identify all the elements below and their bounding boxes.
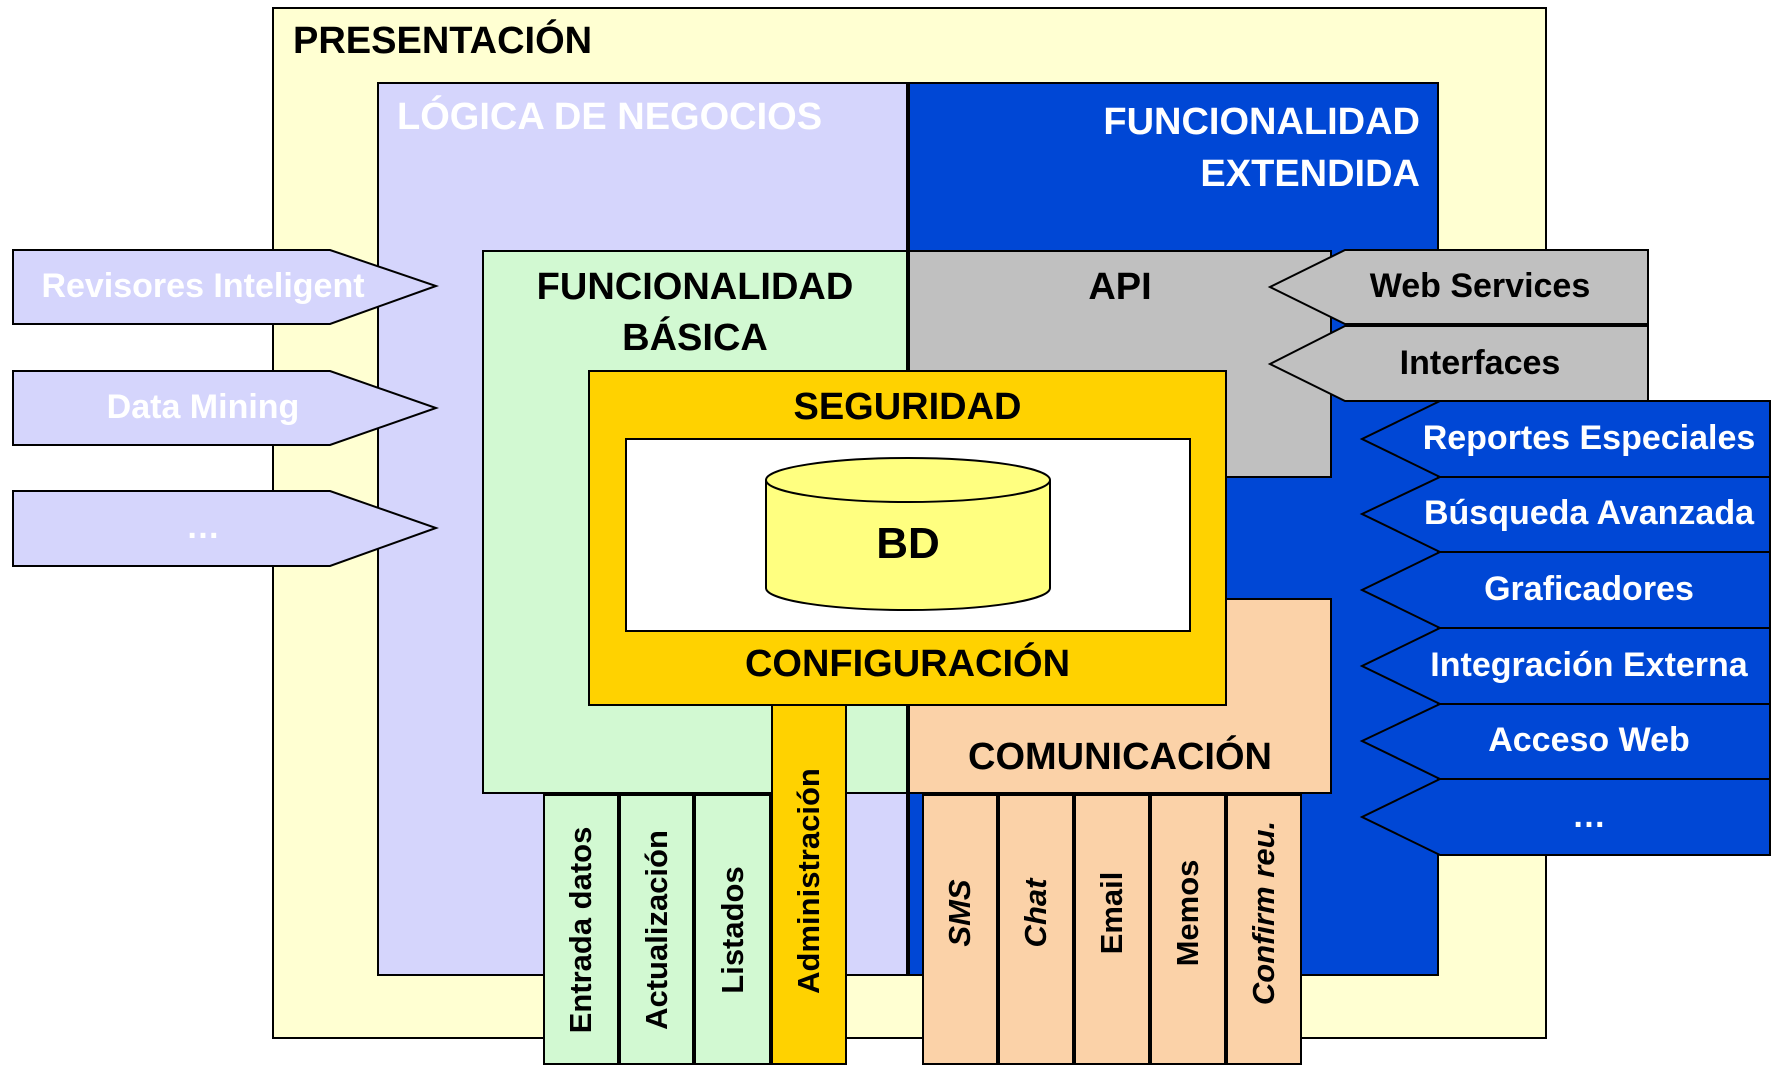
comm-module-chat: Chat [998, 794, 1074, 1065]
database-label: BD [876, 519, 940, 568]
left-arrow-label: Revisores Inteligent [41, 267, 365, 305]
extended-arrow-label: Integración Externa [1430, 646, 1748, 684]
security-title: SEGURIDAD [793, 386, 1022, 428]
api-arrow-label: Interfaces [1399, 344, 1561, 382]
module-label: Administración [791, 768, 826, 994]
module-label: Confirm reu. [1246, 821, 1281, 1006]
module-listados: Listados [694, 794, 771, 1065]
extended-arrow-label: Búsqueda Avanzada [1423, 494, 1754, 532]
left-arrow-label: Data Mining [106, 388, 300, 426]
module-label: Listados [714, 865, 750, 994]
business-logic-title: LÓGICA DE NEGOCIOS [397, 96, 823, 138]
basic-functionality-title-line1: FUNCIONALIDAD [536, 266, 854, 308]
module-label: Email [1094, 872, 1129, 955]
left-arrow-label: … [186, 508, 220, 546]
comm-module-sms: SMS [922, 794, 998, 1065]
api-arrow-label: Web Services [1369, 267, 1591, 305]
basic-functionality-title: FUNCIONALIDAD BÁSICA [482, 262, 908, 364]
module-administracion: Administración [771, 704, 847, 1065]
extended-arrow-label: … [1572, 797, 1606, 835]
comm-module-email: Email [1074, 794, 1150, 1065]
configuration-title: CONFIGURACIÓN [744, 643, 1071, 685]
extended-functionality-title: FUNCIONALIDAD EXTENDIDA [1103, 96, 1420, 200]
module-label: Chat [1018, 879, 1053, 948]
comm-module-confirm-reu: Confirm reu. [1226, 794, 1302, 1065]
module-entrada-datos: Entrada datos [543, 794, 619, 1065]
basic-functionality-title-line2: BÁSICA [622, 317, 768, 359]
module-label: Actualización [638, 829, 674, 1030]
communication-title: COMUNICACIÓN [968, 736, 1272, 778]
comm-module-memos: Memos [1150, 794, 1226, 1065]
api-title: API [1088, 266, 1152, 308]
module-label: Entrada datos [563, 826, 598, 1033]
presentation-title: PRESENTACIÓN [293, 20, 593, 62]
module-actualizacion: Actualización [619, 794, 694, 1065]
module-label: Memos [1170, 860, 1205, 967]
extended-functionality-title-line2: EXTENDIDA [1200, 153, 1420, 195]
extended-arrow-label: Graficadores [1484, 570, 1694, 608]
extended-arrow-label: Acceso Web [1488, 721, 1690, 759]
module-label: SMS [942, 879, 977, 948]
extended-arrow-label: Reportes Especiales [1422, 419, 1756, 457]
extended-functionality-title-line1: FUNCIONALIDAD [1103, 101, 1420, 143]
